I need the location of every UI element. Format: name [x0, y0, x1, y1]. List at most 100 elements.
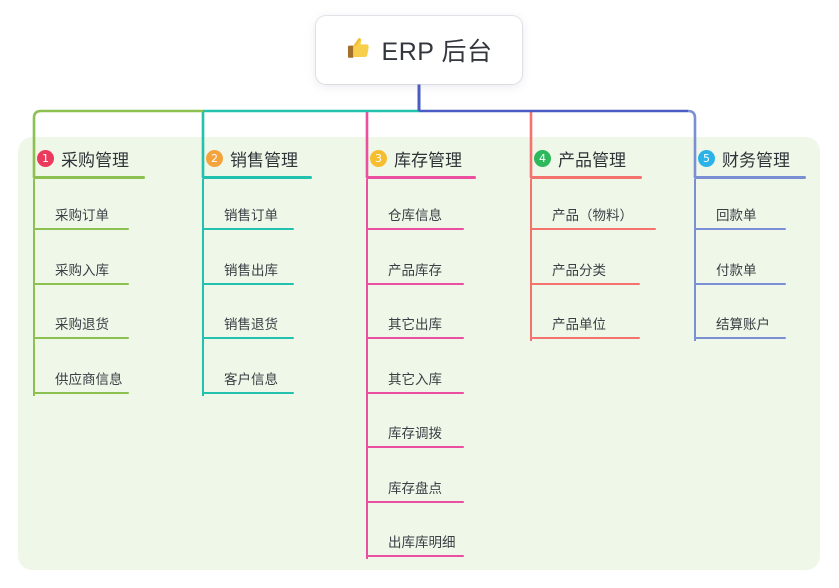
- menu-item-label: 出库库明细: [388, 535, 456, 550]
- menu-item-underline: [366, 555, 464, 557]
- category-header-2[interactable]: 2 销售管理: [202, 146, 312, 170]
- menu-item[interactable]: 采购订单: [33, 204, 129, 230]
- menu-item-label: 采购入库: [55, 262, 109, 278]
- category-item-list: 产品（物料） 产品分类产品单位: [530, 179, 656, 347]
- category-header-5[interactable]: 5 财务管理: [694, 146, 806, 170]
- menu-item-label: 客户信息: [224, 371, 278, 387]
- category-column-1: 1 采购管理采购订单采购入库采购退货供应商信息: [33, 146, 145, 402]
- menu-item[interactable]: 产品分类: [530, 259, 640, 285]
- menu-item[interactable]: 采购退货: [33, 313, 129, 339]
- menu-item-label: 采购退货: [55, 317, 109, 332]
- menu-item-underline: [530, 337, 640, 339]
- menu-item-label: 其它入库: [388, 371, 442, 387]
- category-header-1[interactable]: 1 采购管理: [33, 146, 145, 170]
- menu-item[interactable]: 产品库存: [366, 259, 464, 285]
- menu-item-label: 付款单: [716, 262, 757, 278]
- category-underline: [202, 176, 312, 179]
- menu-item-label: 产品（物料）: [552, 208, 633, 223]
- category-spine: [202, 179, 204, 396]
- category-title: 采购管理: [61, 150, 129, 170]
- menu-item[interactable]: 销售出库: [202, 259, 294, 285]
- category-spine: [366, 179, 368, 559]
- content-panel: [18, 137, 820, 570]
- root-title: ERP 后台: [381, 38, 493, 66]
- menu-item[interactable]: 采购入库: [33, 259, 129, 285]
- menu-item[interactable]: 库存调拨: [366, 422, 464, 448]
- category-badge-2: 2: [206, 149, 223, 167]
- menu-item-label: 其它出库: [388, 317, 442, 332]
- menu-item-underline: [33, 282, 129, 285]
- menu-item[interactable]: 其它出库: [366, 313, 464, 339]
- menu-item-underline: [202, 337, 294, 339]
- category-spine: [694, 179, 696, 341]
- menu-item-label: 仓库信息: [388, 208, 442, 223]
- menu-item[interactable]: 回款单: [694, 204, 786, 230]
- menu-item-underline: [366, 337, 464, 339]
- menu-item[interactable]: 销售订单: [202, 204, 294, 230]
- category-column-5: 5 财务管理回款单付款单结算账户: [694, 146, 806, 347]
- menu-item[interactable]: 库存盘点: [366, 477, 464, 503]
- menu-item[interactable]: 结算账户: [694, 313, 786, 339]
- menu-item[interactable]: 产品单位: [530, 313, 640, 339]
- menu-item-label: 产品分类: [552, 262, 606, 278]
- category-badge-3: 3: [370, 149, 387, 167]
- menu-item-underline: [202, 282, 294, 285]
- category-column-3: 3 库存管理仓库信息产品库存其它出库其它入库库存调拨库存盘点出库库明细: [366, 146, 476, 565]
- menu-item-label: 回款单: [716, 208, 757, 223]
- category-column-2: 2 销售管理销售订单销售出库销售退货客户信息: [202, 146, 312, 402]
- menu-item[interactable]: 仓库信息: [366, 204, 464, 230]
- category-badge-5: 5: [698, 149, 715, 167]
- menu-item-underline: [33, 391, 129, 394]
- category-item-list: 采购订单采购入库采购退货供应商信息: [33, 179, 145, 402]
- category-spine: [33, 179, 35, 396]
- category-title: 产品管理: [558, 150, 626, 170]
- category-title: 财务管理: [722, 150, 790, 170]
- menu-item-underline: [366, 391, 464, 394]
- category-spine: [530, 179, 532, 341]
- menu-item-label: 销售订单: [224, 208, 278, 223]
- menu-item-underline: [366, 228, 464, 230]
- root-node[interactable]: ERP 后台: [316, 16, 522, 84]
- menu-item-underline: [202, 391, 294, 394]
- menu-item-underline: [366, 446, 464, 448]
- category-header-4[interactable]: 4 产品管理: [530, 146, 642, 170]
- menu-item-label: 结算账户: [716, 317, 770, 332]
- category-underline: [366, 176, 476, 179]
- menu-item[interactable]: 销售退货: [202, 313, 294, 339]
- category-title: 销售管理: [230, 150, 298, 170]
- category-badge-4: 4: [534, 149, 551, 167]
- menu-item-label: 库存盘点: [388, 480, 442, 496]
- category-underline: [530, 176, 642, 179]
- menu-item[interactable]: 供应商信息: [33, 368, 129, 394]
- menu-item[interactable]: 客户信息: [202, 368, 294, 394]
- category-badge-1: 1: [37, 149, 54, 167]
- menu-item[interactable]: 付款单: [694, 259, 786, 285]
- menu-item[interactable]: 产品（物料）: [530, 204, 656, 230]
- menu-item-underline: [202, 228, 294, 230]
- menu-item-underline: [530, 282, 640, 285]
- menu-item-underline: [694, 337, 786, 339]
- menu-item-label: 销售退货: [224, 317, 278, 332]
- menu-item-label: 采购订单: [55, 208, 109, 223]
- thumbs-up-icon: [346, 35, 372, 66]
- menu-item-underline: [366, 282, 464, 285]
- menu-item-label: 产品库存: [388, 262, 442, 278]
- menu-item-underline: [366, 500, 464, 503]
- category-header-3[interactable]: 3 库存管理: [366, 146, 476, 170]
- menu-item-underline: [33, 337, 129, 339]
- menu-item[interactable]: 其它入库: [366, 368, 464, 394]
- menu-item-underline: [694, 228, 786, 230]
- menu-item-label: 销售出库: [224, 262, 278, 278]
- menu-item-label: 供应商信息: [55, 371, 123, 387]
- category-column-4: 4 产品管理产品（物料） 产品分类产品单位: [530, 146, 656, 347]
- category-item-list: 销售订单销售出库销售退货客户信息: [202, 179, 312, 402]
- menu-item-label: 产品单位: [552, 317, 606, 332]
- menu-item-label: 库存调拨: [388, 426, 442, 441]
- menu-item[interactable]: 出库库明细: [366, 531, 464, 557]
- menu-item-underline: [530, 228, 656, 230]
- category-title: 库存管理: [394, 150, 462, 170]
- category-item-list: 回款单付款单结算账户: [694, 179, 806, 347]
- menu-item-underline: [33, 228, 129, 230]
- menu-item-underline: [694, 282, 786, 285]
